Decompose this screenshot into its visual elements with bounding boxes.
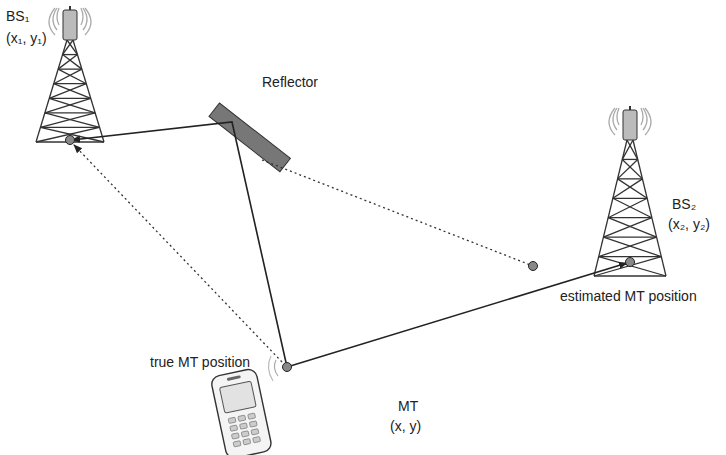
tower-lattice bbox=[613, 198, 652, 217]
signal-arc bbox=[83, 8, 87, 30]
station-name: BS₁ bbox=[6, 8, 29, 24]
tower-lattice bbox=[54, 83, 87, 84]
bs-point bbox=[626, 258, 635, 267]
tower-lattice bbox=[618, 159, 638, 178]
tower-lattice bbox=[613, 179, 643, 198]
tower-lattice bbox=[594, 257, 661, 276]
coordinates: (x₁, y₁) bbox=[6, 30, 47, 46]
signal-arc bbox=[613, 108, 617, 130]
tower-lattice bbox=[618, 179, 648, 198]
signal-arc bbox=[85, 8, 91, 35]
phone-key bbox=[243, 439, 251, 445]
antenna bbox=[623, 110, 637, 140]
tower-lattice bbox=[49, 84, 86, 99]
tower-lattice bbox=[45, 98, 91, 113]
antenna bbox=[629, 106, 631, 110]
signal-arc bbox=[645, 108, 651, 135]
tower-lattice bbox=[40, 127, 99, 128]
phone-key bbox=[248, 413, 256, 419]
phone-key bbox=[238, 415, 246, 421]
tower-lattice bbox=[599, 257, 666, 276]
signal-arc bbox=[268, 356, 273, 381]
annotation: estimated MT position bbox=[560, 288, 697, 304]
signal-arc bbox=[49, 8, 55, 35]
device-name: MT bbox=[398, 398, 418, 414]
tower-lattice bbox=[54, 84, 91, 99]
tower-lattice bbox=[58, 68, 82, 69]
mt-point bbox=[283, 363, 292, 372]
antenna bbox=[69, 6, 71, 10]
tower-lattice bbox=[633, 140, 666, 276]
signal-arc bbox=[57, 8, 59, 25]
tower-lattice bbox=[622, 140, 633, 159]
tower-lattice bbox=[613, 198, 647, 199]
tower-lattice bbox=[608, 198, 647, 217]
station-name: BS₂ bbox=[672, 196, 696, 212]
tower-lattice bbox=[58, 69, 86, 84]
tower-lattice bbox=[45, 113, 100, 128]
phone-key bbox=[251, 429, 259, 435]
tower-lattice bbox=[594, 140, 627, 276]
annotation: true MT position bbox=[150, 354, 250, 370]
tower-group bbox=[36, 6, 666, 276]
tower-lattice bbox=[627, 140, 638, 159]
phone-key bbox=[253, 436, 261, 442]
bs-point bbox=[66, 136, 75, 145]
phone-key bbox=[228, 417, 236, 423]
tower-lattice bbox=[49, 98, 95, 113]
tower-lattice bbox=[49, 98, 90, 99]
phone-key bbox=[241, 431, 249, 437]
tower-lattice bbox=[603, 218, 651, 237]
signal-arc bbox=[274, 360, 278, 376]
estimate-point bbox=[529, 262, 538, 271]
phone-key bbox=[233, 441, 241, 447]
tower-lattice bbox=[63, 54, 78, 55]
signal-arc bbox=[643, 108, 647, 130]
signal-arc bbox=[81, 8, 83, 25]
signal-arc bbox=[53, 8, 57, 30]
virtual-path bbox=[262, 160, 533, 266]
reflector-label: Reflector bbox=[262, 74, 318, 90]
direct-path bbox=[287, 263, 627, 367]
phone-key bbox=[230, 425, 238, 431]
tower-lattice bbox=[54, 69, 82, 84]
tower-lattice bbox=[603, 236, 656, 237]
phone-key bbox=[249, 421, 257, 427]
signal-arc bbox=[609, 108, 615, 135]
coordinates: (x, y) bbox=[390, 418, 421, 434]
tower-lattice bbox=[603, 237, 661, 256]
coordinates: (x₂, y₂) bbox=[668, 216, 710, 232]
tower-lattice bbox=[622, 159, 637, 160]
tower-lattice bbox=[40, 113, 95, 128]
tower-lattice bbox=[599, 237, 657, 256]
tower-lattice bbox=[58, 55, 77, 70]
phone-key bbox=[240, 423, 248, 429]
tower-lattice bbox=[618, 178, 643, 179]
tower-lattice bbox=[45, 112, 95, 113]
tower-lattice bbox=[63, 40, 73, 55]
phone-icon bbox=[210, 368, 272, 455]
tower-lattice bbox=[594, 275, 666, 276]
reflected-path bbox=[72, 122, 287, 367]
assumed-los-path bbox=[74, 145, 282, 362]
tower-lattice bbox=[608, 217, 652, 218]
signal-arc bbox=[617, 108, 619, 125]
reflector-plate bbox=[209, 103, 290, 172]
tower-lattice bbox=[63, 55, 82, 70]
antenna bbox=[63, 10, 77, 40]
tower-lattice bbox=[608, 218, 656, 237]
signal-arc bbox=[641, 108, 643, 125]
tower-lattice bbox=[622, 159, 642, 178]
phone-key bbox=[231, 433, 239, 439]
